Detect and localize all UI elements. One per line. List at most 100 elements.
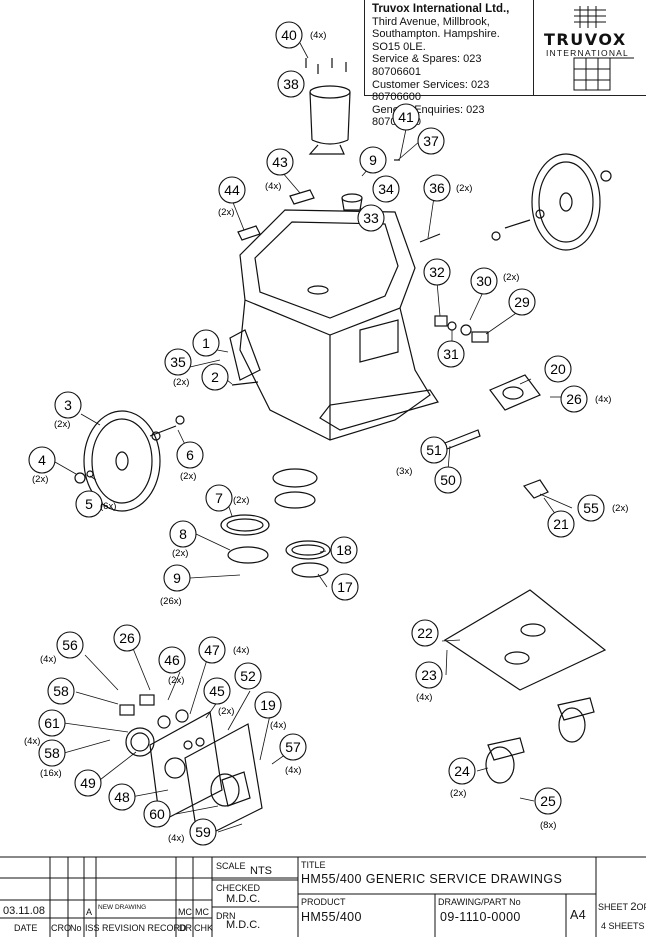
revision-drawn-by: MC (178, 907, 192, 917)
part-plate-20 (489, 374, 541, 411)
revision-date: 03.11.08 (3, 905, 46, 917)
callout-60: 60 (143, 800, 171, 828)
callout-number: 45 (209, 683, 225, 699)
callout-quantity: (2x) (54, 419, 70, 430)
callout-34: 34 (372, 175, 400, 203)
callout-number: 32 (429, 264, 445, 280)
callout-number: 17 (337, 579, 353, 595)
callout-quantity: (8x) (540, 820, 556, 831)
callout-circle (417, 127, 445, 155)
callout-55: 55(2x) (577, 494, 628, 522)
callout-quantity: (2x) (218, 207, 234, 218)
company-logo: TRUVOX INTERNATIONAL (534, 0, 646, 96)
callout-number: 61 (44, 715, 60, 731)
callout-number: 9 (369, 152, 377, 168)
sheet-indicator: SHEET 2OF (598, 902, 646, 913)
callout-quantity: (3x) (396, 466, 412, 477)
callout-9: 9 (359, 146, 387, 174)
callout-number: 37 (423, 133, 439, 149)
callout-number: 33 (363, 210, 379, 226)
callout-21: 21 (547, 510, 575, 538)
part-clip-21 (522, 479, 549, 499)
part-wheel-left (74, 410, 185, 512)
callout-quantity: (4x) (233, 645, 249, 656)
sheet-total: 4 SHEETS (601, 921, 645, 931)
callout-4: 4(2x) (28, 446, 56, 485)
callout-circle (544, 355, 572, 383)
callout-quantity: (4x) (270, 720, 286, 731)
header-cro: CRO (51, 923, 71, 933)
callout-number: 25 (540, 793, 556, 809)
callout-47: 47(4x) (198, 636, 249, 664)
callout-quantity: (2x) (32, 474, 48, 485)
company-address-line: Southampton. Hampshire. (372, 28, 500, 41)
callout-number: 8 (179, 526, 187, 542)
logo-subtitle: INTERNATIONAL (546, 48, 629, 58)
callout-48: 48 (108, 783, 136, 811)
callout-17: 17 (331, 573, 359, 601)
callout-quantity: (4x) (285, 765, 301, 776)
callout-circle (163, 564, 191, 592)
callout-circle (423, 174, 451, 202)
callout-circle (176, 441, 204, 469)
callout-circle (56, 631, 84, 659)
callout-number: 26 (566, 391, 582, 407)
callout-quantity: (6x) (100, 501, 116, 512)
callout-circle (192, 329, 220, 357)
callout-quantity: (2x) (503, 272, 519, 283)
callout-quantity: (4x) (24, 736, 40, 747)
callout-number: 59 (195, 824, 211, 840)
callout-number: 50 (440, 472, 456, 488)
part-base-plate (443, 589, 607, 691)
callout-quantity: (2x) (450, 788, 466, 799)
callout-24: 24(2x) (448, 757, 476, 799)
callout-quantity: (2x) (218, 706, 234, 717)
product-value: HM55/400 (301, 910, 362, 924)
callout-36: 36(2x) (423, 174, 472, 202)
callout-circle (560, 385, 588, 413)
drawing-title: HM55/400 GENERIC SERVICE DRAWINGS (301, 872, 563, 886)
callout-number: 46 (164, 652, 180, 668)
callout-quantity: (4x) (168, 833, 184, 844)
callout-quantity: (2x) (180, 471, 196, 482)
callout-number: 26 (119, 630, 135, 646)
callout-number: 23 (421, 667, 437, 683)
callout-56: 56(4x) (40, 631, 84, 665)
callout-circle (275, 21, 303, 49)
callout-number: 7 (215, 490, 223, 506)
part-main-body (229, 209, 439, 441)
callout-circle (108, 783, 136, 811)
part-axle-bushings (434, 315, 489, 343)
callout-circle (266, 148, 294, 176)
callout-number: 51 (426, 442, 442, 458)
callout-layer: 40(4x)38413743(4x)93444(2x)3336(2x)3230(… (24, 21, 628, 846)
logo-wordmark: TRUVOX (544, 30, 627, 49)
header-iss: ISS (85, 923, 100, 933)
callout-circle (534, 787, 562, 815)
callout-23: 23(4x) (415, 661, 443, 703)
callout-quantity: (16x) (40, 768, 62, 779)
callout-2: 2 (201, 363, 229, 391)
product-label: PRODUCT (301, 897, 346, 907)
part-control-panel (119, 694, 263, 841)
callout-circle (448, 757, 476, 785)
callout-40: 40(4x) (275, 21, 326, 49)
callout-number: 22 (417, 625, 433, 641)
callout-number: 38 (283, 76, 299, 92)
callout-number: 35 (170, 354, 186, 370)
callout-number: 58 (53, 683, 69, 699)
callout-number: 29 (514, 294, 530, 310)
callout-quantity: (2x) (173, 377, 189, 388)
company-name: Truvox International Ltd., (372, 3, 510, 15)
callout-circle (508, 288, 536, 316)
part-wheel-right (491, 153, 612, 251)
callout-number: 20 (550, 361, 566, 377)
header-date: DATE (14, 923, 38, 933)
company-contact-line: Customer Services: 023 80706600 (372, 78, 490, 104)
callout-quantity: (2x) (456, 183, 472, 194)
logo-graphic (573, 6, 634, 91)
callout-number: 56 (62, 637, 78, 653)
callout-number: 43 (272, 154, 288, 170)
